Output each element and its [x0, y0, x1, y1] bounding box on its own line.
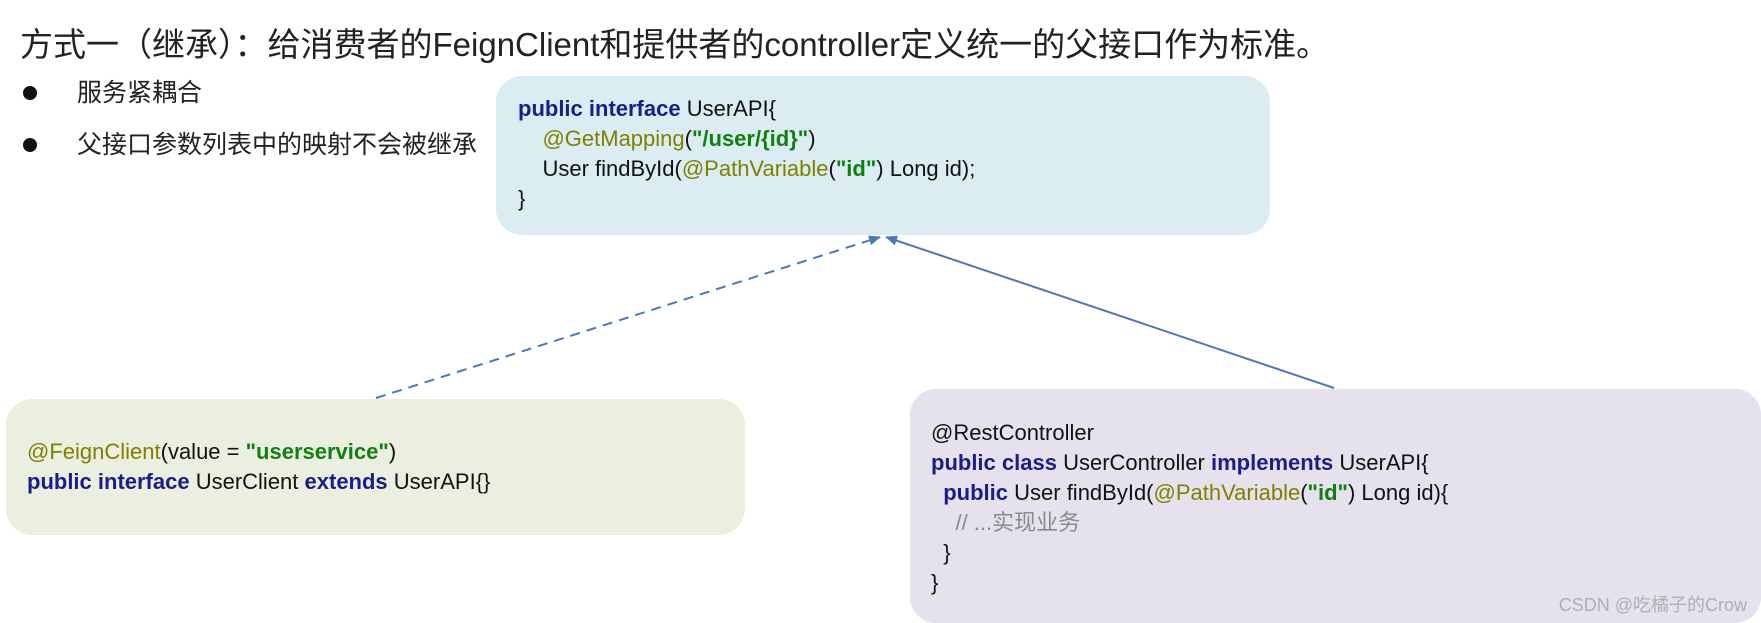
code-text: )	[808, 126, 816, 151]
code-text: UserAPI{}	[387, 469, 491, 494]
code-text: UserController	[1056, 450, 1211, 475]
code-text: User findById(	[542, 156, 682, 181]
string-literal: "userservice"	[245, 439, 389, 464]
keyword: public interface	[518, 96, 681, 121]
bullet-text: 父接口参数列表中的映射不会被继承	[77, 131, 478, 159]
code-comment: // ...实现业务	[955, 510, 1081, 535]
controller-implements-arrow	[885, 235, 1335, 389]
code-text: }	[943, 540, 951, 565]
bullet-text: 服务紧耦合	[77, 79, 203, 107]
code-text: User findById(	[1008, 480, 1154, 505]
watermark: CSDN @吃橘子的Crow	[1558, 595, 1747, 615]
code-text: }	[931, 570, 939, 595]
page-title: 方式一（继承）：给消费者的FeignClient和提供者的controller定…	[20, 26, 1330, 63]
code-text: @RestController	[931, 420, 1094, 445]
string-literal: "/user/{id}"	[691, 126, 809, 151]
user-controller-code: @RestController public class UserControl…	[931, 418, 1448, 598]
code-text: (	[684, 126, 692, 151]
code-text: (	[828, 156, 836, 181]
keyword: implements	[1211, 450, 1334, 475]
code-text: ) Long id);	[876, 156, 976, 181]
string-literal: "id"	[1307, 480, 1348, 505]
annotation: @GetMapping	[542, 126, 685, 151]
code-text: (value =	[160, 439, 246, 464]
code-text: (	[1300, 480, 1308, 505]
bullet-dot-icon	[23, 138, 37, 152]
code-text: UserAPI{	[680, 96, 776, 121]
string-literal: "id"	[835, 156, 877, 181]
annotation: @PathVariable	[681, 156, 829, 181]
client-extends-arrow	[375, 235, 881, 399]
code-text: UserClient	[189, 469, 305, 494]
keyword: public	[943, 480, 1009, 505]
keyword: extends	[304, 469, 388, 494]
user-controller-box: @RestController public class UserControl…	[910, 389, 1761, 623]
keyword: public class	[931, 450, 1057, 475]
keyword: public interface	[27, 469, 190, 494]
code-text: }	[518, 186, 526, 211]
user-api-interface-box: public interface UserAPI{ @GetMapping("/…	[496, 76, 1270, 235]
user-api-code: public interface UserAPI{ @GetMapping("/…	[518, 94, 975, 214]
annotation: @FeignClient	[27, 439, 161, 464]
feign-client-box: @FeignClient(value = "userservice") publ…	[6, 399, 745, 535]
code-text: UserAPI{	[1333, 450, 1429, 475]
annotation: @PathVariable	[1153, 480, 1301, 505]
code-text: )	[388, 439, 397, 464]
bullet-dot-icon	[23, 86, 37, 100]
code-text: ) Long id){	[1347, 480, 1449, 505]
feign-client-code: @FeignClient(value = "userservice") publ…	[27, 437, 490, 497]
